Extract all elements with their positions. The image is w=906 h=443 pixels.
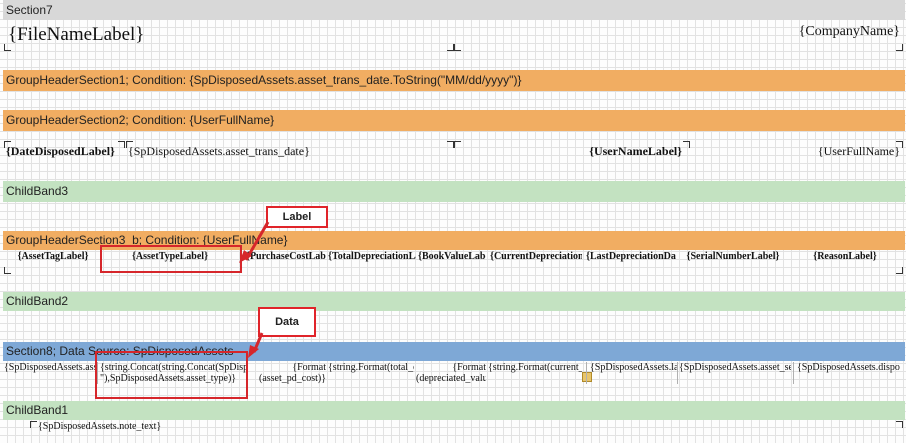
component-corner-marker (896, 421, 903, 428)
childband1[interactable]: ChildBand1 (3, 401, 905, 420)
component-corner-marker (4, 267, 11, 274)
component-corner-marker (896, 267, 903, 274)
component-corner-marker (30, 421, 37, 428)
asset-type-data[interactable]: {string.Concat(string.Concat(SpDisposedA… (100, 362, 246, 384)
last-depreciation-date-data[interactable]: {SpDisposedAssets.last_depreciation_date… (590, 362, 678, 373)
total-depreciation-data[interactable]: {string.Format(total_depreciation)} (328, 362, 414, 373)
childband2[interactable]: ChildBand2 (3, 292, 905, 311)
dispose-reason-data[interactable]: {SpDisposedAssets.dispose_reason_code} (797, 362, 900, 373)
note-text-field[interactable]: {SpDisposedAssets.note_text} (38, 421, 162, 432)
component-corner-marker (447, 141, 454, 148)
last-depreciation-date-label[interactable]: {LastDepreciationDateLabel} (586, 251, 676, 262)
component-corner-marker (454, 141, 461, 148)
component-corner-marker (4, 44, 11, 51)
asset-tag-data[interactable]: {SpDisposedAssets.asset_tag} (4, 362, 96, 373)
component-corner-marker (454, 44, 461, 51)
component-corner-marker (896, 141, 903, 148)
column-divider (586, 362, 587, 384)
group-header-section2[interactable]: GroupHeaderSection2; Condition: {UserFul… (3, 110, 905, 131)
serial-number-data[interactable]: {SpDisposedAssets.asset_serial_number} (679, 362, 791, 373)
note-marker-icon (582, 372, 592, 382)
component-corner-marker (126, 141, 133, 148)
asset-trans-date-field[interactable]: {SpDisposedAssets.asset_trans_date} (128, 144, 310, 158)
section7-title: Section7 (6, 3, 53, 17)
component-corner-marker (447, 44, 454, 51)
book-value-data[interactable]: {Format (depreciated_value)} (416, 362, 486, 384)
current-depreciation-name-label[interactable]: {CurrentDepreciationNameLabel} (490, 251, 582, 262)
label-callout: Label (266, 206, 328, 228)
label-arrow-head (239, 250, 252, 263)
file-name-label[interactable]: {FileNameLabel} (8, 24, 145, 45)
component-corner-marker (118, 141, 125, 148)
component-corner-marker (683, 141, 690, 148)
asset-tag-label[interactable]: {AssetTagLabel} (17, 251, 89, 262)
date-disposed-label[interactable]: {DateDisposedLabel} (6, 144, 115, 158)
component-corner-marker (896, 44, 903, 51)
childband2-title: ChildBand2 (6, 294, 69, 308)
component-corner-marker (4, 141, 11, 148)
section7-header[interactable]: Section7 (3, 0, 905, 20)
childband1-title: ChildBand1 (6, 403, 69, 417)
column-divider (677, 362, 678, 384)
reason-label[interactable]: {ReasonLabel} (813, 251, 877, 262)
column-divider (793, 362, 794, 384)
childband3-title: ChildBand3 (6, 184, 69, 198)
childband3[interactable]: ChildBand3 (3, 181, 905, 202)
data-arrow-head (248, 345, 259, 358)
group-header-section3b-title: GroupHeaderSection3_b; Condition: {UserF… (6, 233, 288, 247)
group-header-section1-title: GroupHeaderSection1; Condition: {SpDispo… (6, 73, 522, 87)
total-depreciation-label[interactable]: {TotalDepreciationLabel} (328, 251, 416, 262)
label-arrow-line (244, 221, 270, 261)
user-name-label[interactable]: {UserNameLabel} (589, 144, 682, 158)
group-header-section2-title: GroupHeaderSection2; Condition: {UserFul… (6, 113, 275, 127)
group-header-section1[interactable]: GroupHeaderSection1; Condition: {SpDispo… (3, 70, 905, 91)
purchase-cost-data[interactable]: {Format (asset_pd_cost)} (258, 362, 326, 384)
purchase-cost-label[interactable]: {PurchaseCostLabel} (246, 251, 326, 262)
asset-type-label[interactable]: {AssetTypeLabel} (131, 251, 209, 262)
company-name-field[interactable]: {CompanyName} (798, 24, 900, 39)
serial-number-label[interactable]: {SerialNumberLabel} (686, 251, 780, 262)
data-highlight-box (95, 351, 248, 399)
book-value-label[interactable]: {BookValueLabel} (418, 251, 486, 262)
data-callout: Data (258, 307, 316, 337)
current-depreciation-data[interactable]: {string.Format(current_depreciation)} (488, 362, 582, 373)
column-divider (97, 362, 98, 384)
user-full-name-field[interactable]: {UserFullName} (817, 144, 900, 158)
